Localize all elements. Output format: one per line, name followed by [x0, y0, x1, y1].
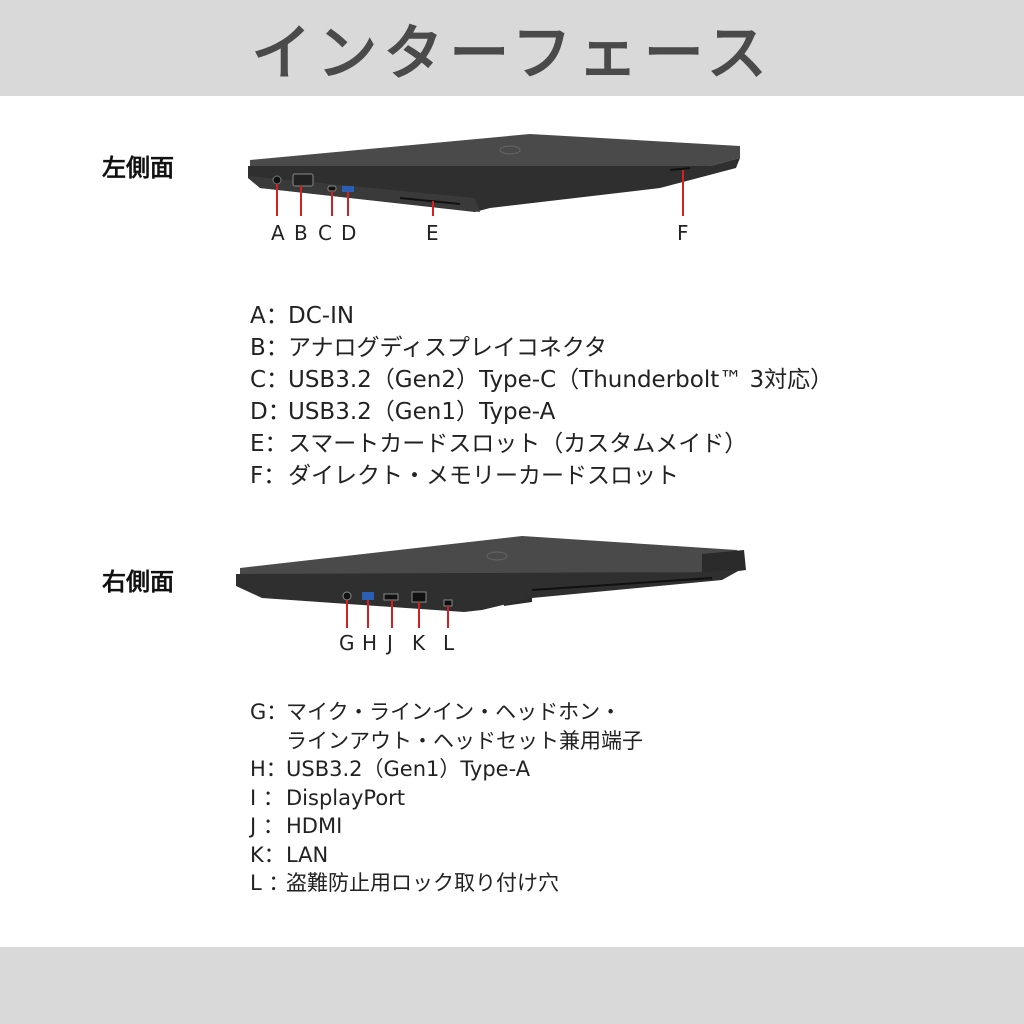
left-side-laptop-image: A B C D E F: [248, 134, 740, 245]
port-letter-d: D: [341, 221, 356, 245]
port-letter-b: B: [294, 221, 308, 245]
list-item: E：スマートカードスロット（カスタムメイド）: [250, 431, 748, 457]
right-side-laptop-image: G H J K L: [236, 536, 746, 655]
left-side-heading: 左側面: [102, 154, 174, 182]
port-letter-l: L: [443, 631, 455, 655]
list-item-continuation: ラインアウト・ヘッドセット兼用端子: [286, 728, 643, 753]
list-item: F：ダイレクト・メモリーカードスロット: [250, 463, 679, 489]
right-side-port-list: G：マイク・ラインイン・ヘッドホン・ ラインアウト・ヘッドセット兼用端子 H：U…: [250, 698, 643, 898]
list-item: K：LAN: [250, 842, 329, 867]
port-letter-h: H: [362, 631, 377, 655]
port-letter-j: J: [385, 631, 393, 655]
right-side-heading: 右側面: [102, 568, 174, 596]
list-item: C：USB3.2（Gen2）Type-C（Thunderbolt™ 3対応）: [250, 367, 834, 393]
list-item: I ：DisplayPort: [250, 785, 406, 810]
footer-band: [0, 947, 1024, 1024]
list-item: L ：盗難防止用ロック取り付け穴: [250, 871, 559, 895]
port-letter-f: F: [677, 221, 689, 245]
list-item: H：USB3.2（Gen1）Type-A: [250, 757, 531, 781]
list-item: B：アナログディスプレイコネクタ: [250, 335, 608, 361]
port-letter-k: K: [412, 631, 426, 655]
port-letter-a: A: [271, 221, 285, 245]
port-letter-c: C: [318, 221, 332, 245]
port-letter-g: G: [339, 631, 355, 655]
list-item: G：マイク・ラインイン・ヘッドホン・: [250, 700, 622, 724]
list-item: D：USB3.2（Gen1）Type-A: [250, 399, 556, 425]
title-banner: インターフェース: [0, 0, 1024, 96]
port-letter-e: E: [426, 221, 439, 245]
left-side-port-list: A：DC-IN B：アナログディスプレイコネクタ C：USB3.2（Gen2）T…: [250, 300, 833, 492]
list-item: J ：HDMI: [250, 814, 343, 838]
list-item: A：DC-IN: [250, 303, 355, 329]
page-title: インターフェース: [251, 18, 773, 89]
